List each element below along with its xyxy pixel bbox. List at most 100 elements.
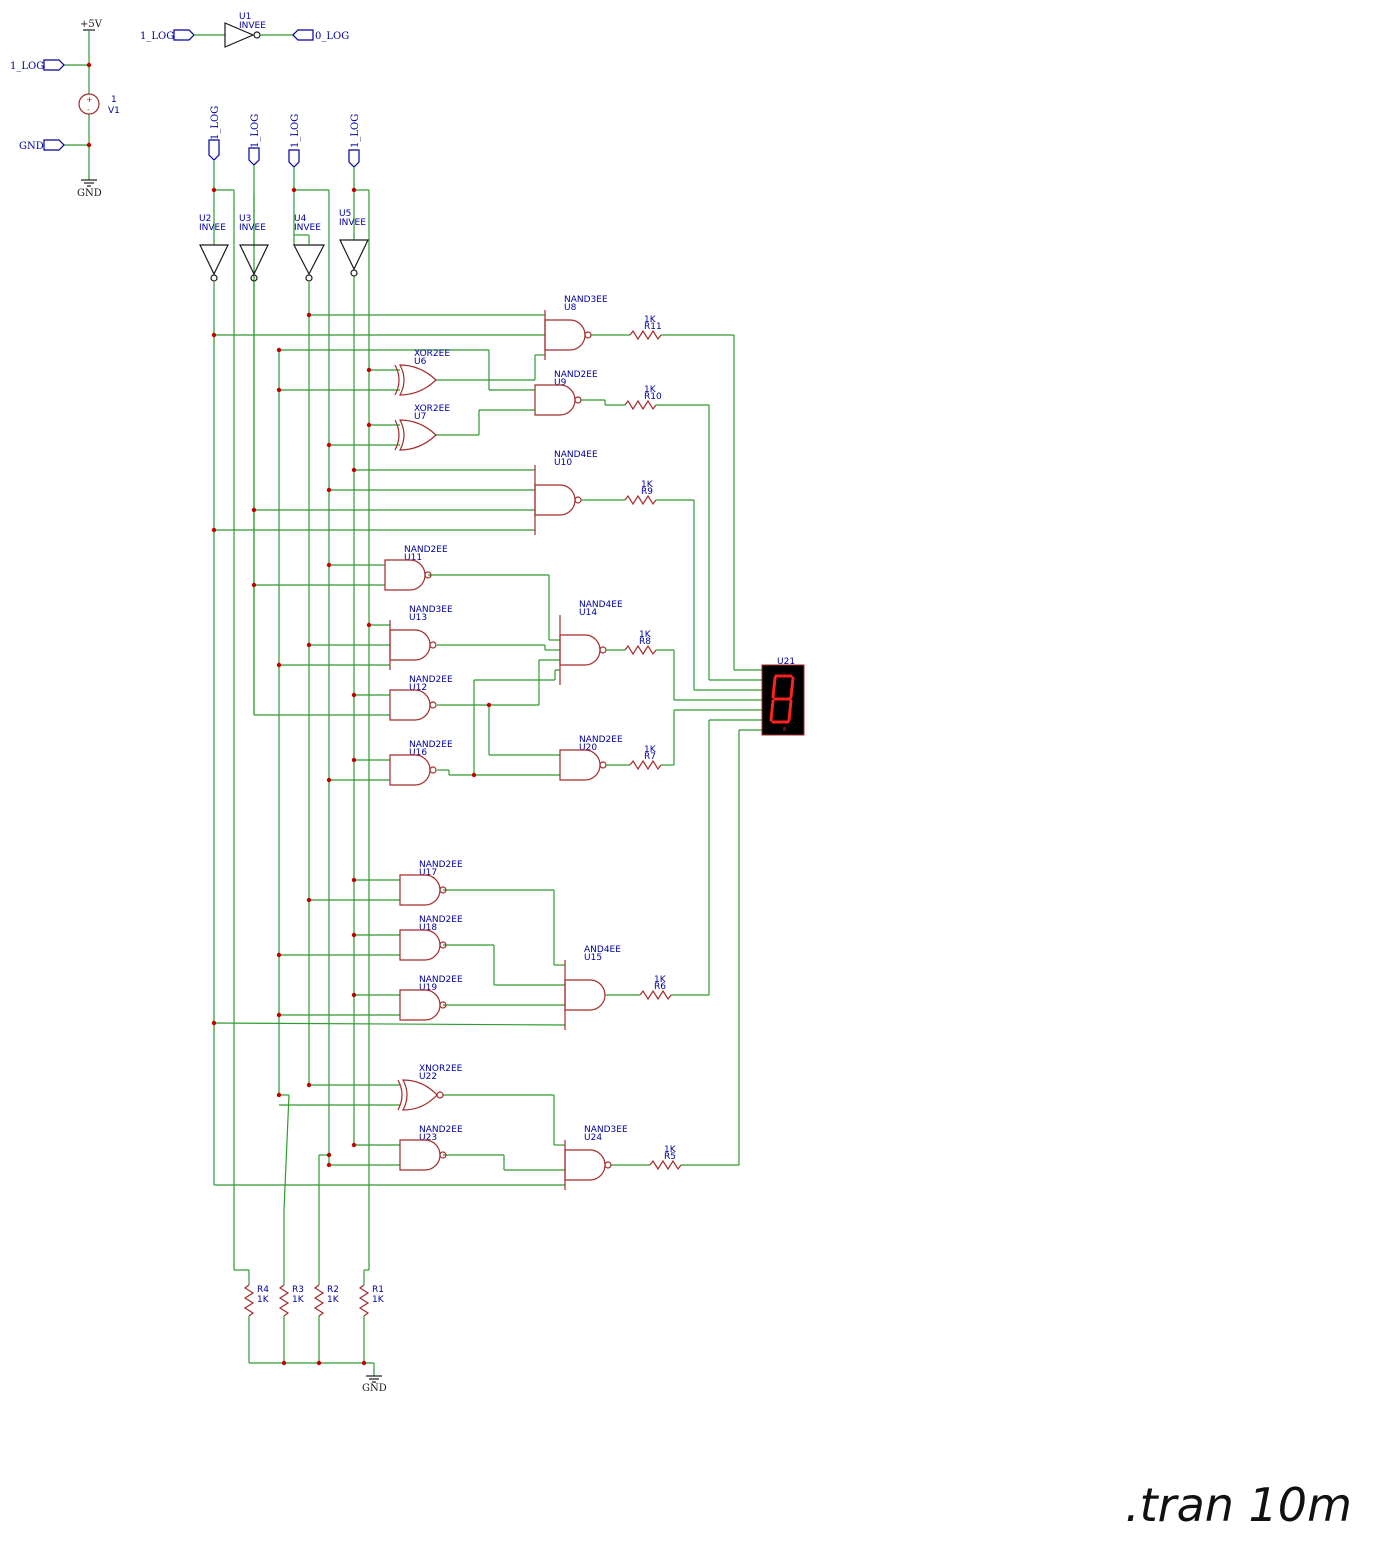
svg-text:R9: R9	[641, 487, 653, 497]
svg-text:XNOR2EE: XNOR2EE	[419, 1064, 463, 1074]
svg-text:INVEE: INVEE	[294, 223, 321, 233]
gate-u15: AND4EE U15	[564, 945, 621, 1030]
svg-text:U2: U2	[199, 214, 211, 224]
port-1-log-supply: 1_LOG	[10, 59, 65, 72]
ground-symbol-bottom	[366, 1375, 382, 1383]
svg-text:1K: 1K	[372, 1295, 385, 1305]
svg-text:NAND4EE: NAND4EE	[579, 600, 623, 610]
svg-text:R7: R7	[644, 752, 656, 762]
svg-text:1K: 1K	[644, 745, 657, 755]
svg-text:XOR2EE: XOR2EE	[414, 349, 450, 359]
inverter-u2: U2 INVEE	[199, 214, 229, 282]
svg-text:U5: U5	[339, 209, 351, 219]
ground-label-bottom: GND	[362, 1383, 387, 1394]
svg-text:U17: U17	[419, 868, 437, 878]
svg-text:U23: U23	[419, 1133, 437, 1143]
svg-text:1_LOG: 1_LOG	[290, 114, 301, 148]
svg-text:GND: GND	[19, 141, 44, 152]
gate-u6: XOR2EE U6	[394, 349, 450, 396]
gate-u19: NAND2EE U19	[399, 975, 463, 1021]
svg-text:1K: 1K	[257, 1295, 270, 1305]
gate-u18: NAND2EE U18	[399, 915, 463, 961]
svg-text:XOR2EE: XOR2EE	[414, 404, 450, 414]
svg-text:NAND2EE: NAND2EE	[419, 860, 463, 870]
svg-text:1K: 1K	[327, 1295, 340, 1305]
gate-u22: XNOR2EE U22	[397, 1064, 463, 1111]
gate-u8: NAND3EE U8	[544, 295, 608, 360]
pulldown-resistors: R4 1K R3 1K R2 1K R1 1K GND	[243, 1284, 387, 1394]
svg-text:U3: U3	[239, 214, 251, 224]
inverter-u1: 1_LOG 0_LOG U1 INVEE	[140, 12, 349, 48]
svg-text:NAND2EE: NAND2EE	[404, 545, 448, 555]
svg-text:U7: U7	[414, 412, 426, 422]
svg-text:-: -	[87, 105, 90, 114]
svg-text:NAND2EE: NAND2EE	[409, 675, 453, 685]
gate-u14: NAND4EE U14	[559, 600, 623, 685]
input-port-a: 1_LOG	[208, 106, 221, 161]
svg-text:U14: U14	[579, 608, 597, 618]
inverter-u5: U5 INVEE	[339, 209, 369, 277]
input-port-b: 1_LOG	[248, 114, 261, 166]
svg-text:INVEE: INVEE	[339, 218, 366, 228]
display-digit: 8	[783, 727, 786, 733]
svg-text:NAND2EE: NAND2EE	[419, 915, 463, 925]
inverter-u4: U4 INVEE	[293, 214, 325, 282]
svg-text:R4: R4	[257, 1285, 269, 1295]
v1-ref: V1	[108, 106, 120, 116]
svg-text:1_LOG: 1_LOG	[10, 61, 44, 72]
svg-text:R1: R1	[372, 1285, 384, 1295]
svg-text:U10: U10	[554, 458, 572, 468]
svg-text:U11: U11	[404, 553, 422, 563]
svg-text:U9: U9	[554, 378, 567, 388]
supply-label: +5V	[80, 19, 103, 30]
svg-text:1K: 1K	[664, 1145, 677, 1155]
input-port-c: 1_LOG	[288, 114, 301, 168]
svg-text:1K: 1K	[644, 385, 657, 395]
svg-text:NAND2EE: NAND2EE	[419, 1125, 463, 1135]
input-ports: 1_LOG 1_LOG 1_LOG 1_LOG	[208, 106, 361, 168]
svg-text:R11: R11	[644, 322, 662, 332]
svg-text:R5: R5	[664, 1152, 676, 1162]
output-network: 1K R11 1K R10 1K R9 1K R8 1K R7 1K R6 1K…	[581, 315, 762, 1171]
svg-text:R3: R3	[292, 1285, 304, 1295]
gate-u10: NAND4EE U10	[534, 450, 598, 535]
svg-text:U24: U24	[584, 1133, 602, 1143]
svg-text:U15: U15	[584, 953, 602, 963]
voltage-source-v1: + - 1 V1	[78, 93, 120, 116]
port-gnd-supply: GND	[19, 139, 65, 152]
inverter-u3: U3 INVEE	[239, 214, 269, 282]
gate-u17: NAND2EE U17	[399, 860, 463, 906]
svg-text:0_LOG: 0_LOG	[315, 31, 349, 42]
svg-text:INVEE: INVEE	[199, 223, 226, 233]
svg-text:R2: R2	[327, 1285, 339, 1295]
svg-text:NAND2EE: NAND2EE	[409, 740, 453, 750]
gate-u13: NAND3EE U13	[389, 605, 453, 670]
svg-text:1K: 1K	[292, 1295, 305, 1305]
svg-text:R8: R8	[639, 637, 651, 647]
svg-text:U22: U22	[419, 1072, 437, 1082]
supply-section: +5V + - 1 V1 GND 1_LOG GND	[10, 19, 120, 199]
svg-text:NAND3EE: NAND3EE	[409, 605, 453, 615]
vertical-bus	[211, 160, 370, 1285]
gate-u23: NAND2EE U23	[399, 1125, 463, 1171]
gate-u11: NAND2EE U11	[384, 545, 448, 591]
ground-symbol-top	[81, 179, 97, 187]
svg-text:U13: U13	[409, 613, 427, 623]
svg-text:R6: R6	[654, 982, 666, 992]
svg-text:NAND4EE: NAND4EE	[554, 450, 598, 460]
svg-text:R10: R10	[644, 392, 662, 402]
svg-text:+: +	[86, 95, 93, 104]
gate-u24: NAND3EE U24	[564, 1125, 628, 1190]
svg-text:1K: 1K	[639, 630, 652, 640]
svg-text:1_LOG: 1_LOG	[250, 114, 261, 148]
svg-text:NAND2EE: NAND2EE	[554, 370, 598, 380]
seven-segment-display-u21: U21 8	[761, 657, 805, 736]
svg-text:1_LOG: 1_LOG	[210, 106, 221, 140]
svg-text:AND4EE: AND4EE	[584, 945, 621, 955]
svg-text:U18: U18	[419, 923, 437, 933]
svg-text:U6: U6	[414, 357, 427, 367]
svg-text:1K: 1K	[644, 315, 657, 325]
svg-text:NAND3EE: NAND3EE	[584, 1125, 628, 1135]
svg-text:NAND2EE: NAND2EE	[419, 975, 463, 985]
